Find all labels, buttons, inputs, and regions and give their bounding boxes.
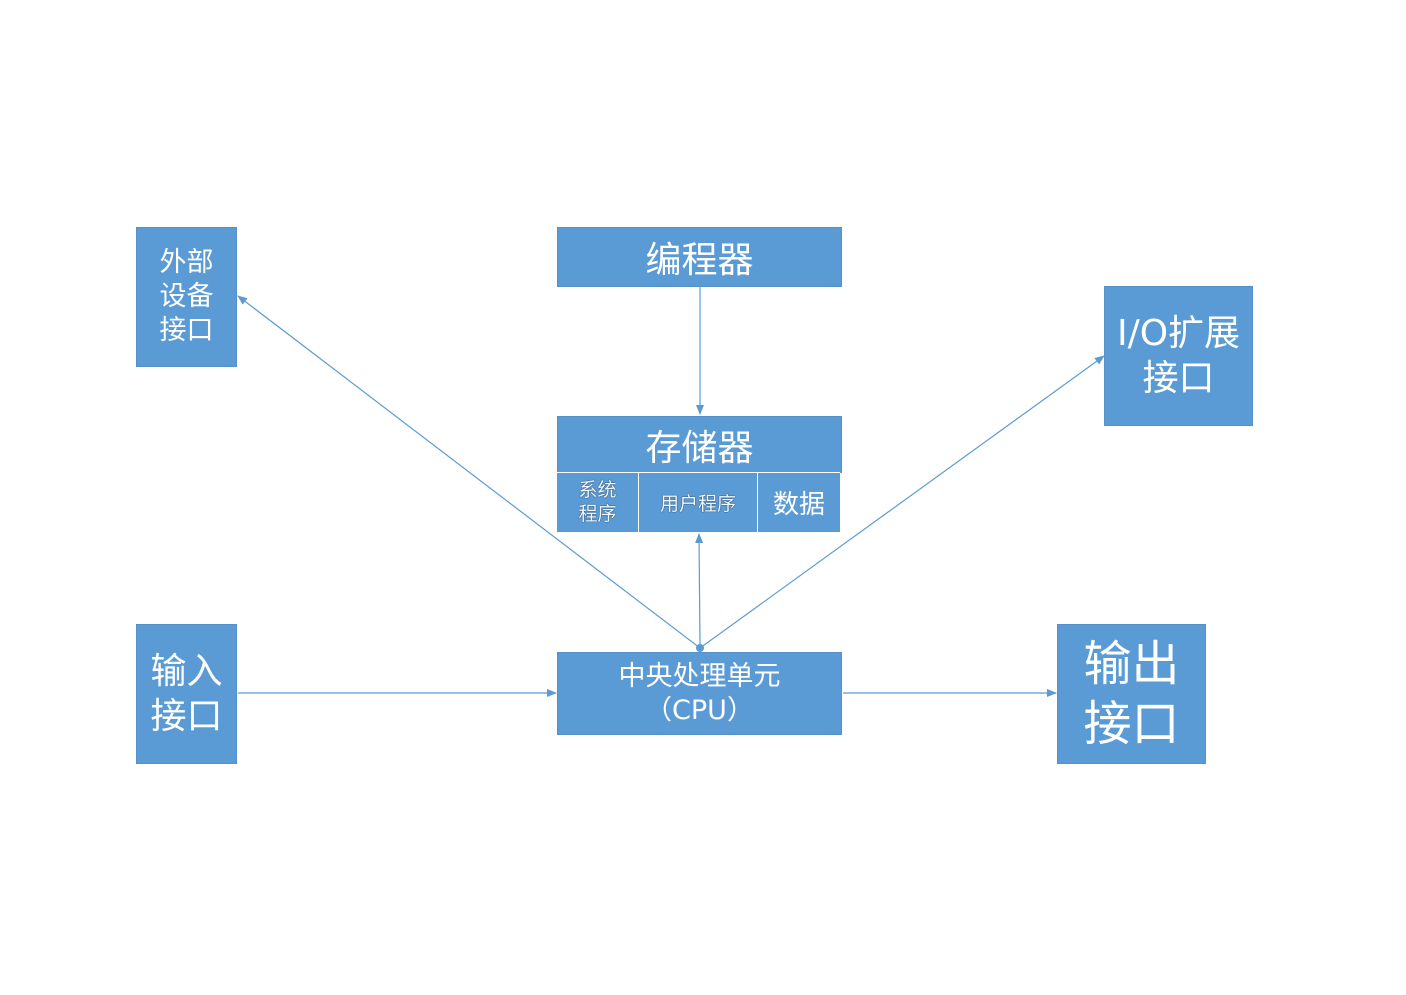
programmer-box: 编程器 bbox=[557, 227, 842, 287]
output-interface-label-line2: 接口 bbox=[1083, 696, 1180, 752]
input-interface-box: 输入 接口 bbox=[136, 624, 237, 764]
cpu-box: 中央处理单元 （CPU） bbox=[557, 652, 842, 735]
io-expansion-interface-label-line2: 接口 bbox=[1142, 358, 1215, 399]
memory-label: 存储器 bbox=[645, 428, 754, 469]
cpu-label-line2: （CPU） bbox=[645, 694, 754, 726]
memory-section-user-program: 用户程序 bbox=[639, 473, 758, 532]
output-interface-label-line1: 输出 bbox=[1083, 636, 1180, 692]
arrow-cpu-memory bbox=[695, 533, 704, 647]
external-device-interface-box: 外部 设备 接口 bbox=[136, 227, 237, 367]
input-interface-label-line1: 输入 bbox=[150, 651, 223, 692]
memory-section-system-program: 系统 程序 bbox=[557, 473, 639, 532]
memory-section-user-program-label: 用户程序 bbox=[659, 493, 736, 515]
external-device-interface-label-line2: 设备 bbox=[159, 281, 214, 313]
external-device-interface-label-line1: 外部 bbox=[159, 247, 214, 279]
io-expansion-interface-box: I/O扩展 接口 bbox=[1104, 286, 1253, 426]
io-expansion-interface-label-line1: I/O扩展 bbox=[1116, 313, 1241, 354]
memory-section-system-program-line1: 系统 bbox=[578, 478, 617, 501]
memory-section-data: 数据 bbox=[758, 473, 840, 532]
arrow-cpu-io-expansion-interface bbox=[699, 355, 1105, 649]
output-interface-box: 输出 接口 bbox=[1057, 624, 1206, 764]
programmer-label: 编程器 bbox=[645, 240, 754, 281]
input-interface-label-line2: 接口 bbox=[150, 696, 223, 737]
arrow-cpu-external-device-interface bbox=[237, 295, 701, 649]
cpu-connector-dot bbox=[696, 644, 704, 652]
cpu-label-line1: 中央处理单元 bbox=[618, 660, 781, 692]
memory-sections: 系统 程序 用户程序 数据 bbox=[557, 472, 840, 532]
memory-section-system-program-line2: 程序 bbox=[578, 502, 617, 525]
memory-box: 存储器 bbox=[557, 416, 842, 473]
memory-section-data-label: 数据 bbox=[772, 490, 825, 520]
external-device-interface-label-line3: 接口 bbox=[159, 314, 214, 346]
